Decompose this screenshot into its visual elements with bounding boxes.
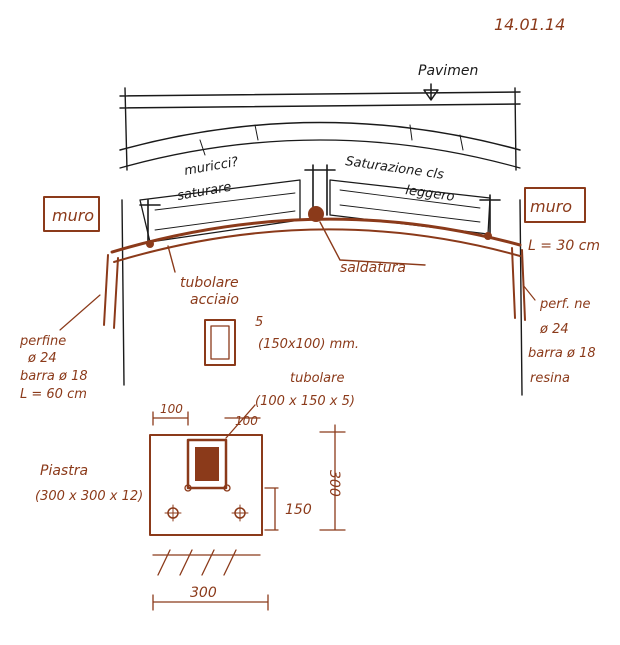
left-bracket	[146, 240, 154, 248]
dim-300-h: 300	[190, 585, 217, 601]
muro-label-left: muro	[52, 206, 94, 225]
saturazione-label: Saturazione cls	[344, 154, 445, 183]
muro-box-right	[524, 187, 586, 223]
leader-tubolare	[167, 245, 176, 273]
steel-arch-inner	[113, 228, 521, 263]
length-label: L = 30 cm	[528, 238, 600, 254]
tubolare-dimension-label: (100 x 150 x 5)	[255, 394, 355, 409]
muricci-label: muricci?	[183, 155, 240, 179]
anchor-left	[103, 254, 119, 329]
leader-tubolare-plate	[225, 404, 256, 439]
dim-line-150	[264, 487, 279, 531]
muro-box-left	[43, 196, 100, 232]
wall-right	[514, 87, 523, 396]
vault-arc-upper	[119, 121, 521, 151]
floor-line-bottom	[119, 103, 521, 109]
base-plate	[149, 434, 263, 536]
plate-tube-fill	[195, 447, 219, 481]
perfori-left-2: ø 24	[27, 351, 57, 366]
dim-line-300-v	[319, 424, 346, 531]
perfori-right-4: resina	[530, 371, 570, 386]
bolt-crosshairs	[164, 504, 249, 522]
tubolare-label-1: tubolare	[180, 275, 239, 291]
dim-line-100-a	[152, 411, 189, 426]
perfori-left-3: barra ø 18	[20, 369, 88, 384]
bolt-hole-center-left	[184, 484, 192, 492]
wall-left	[121, 87, 128, 386]
floor-marker-icon	[423, 83, 439, 101]
leader-perfori-right	[522, 284, 536, 301]
perfori-right-1: perf. ne	[539, 297, 590, 312]
vault-ticks	[199, 124, 464, 156]
date-label: 14.01.14	[494, 15, 565, 34]
pavimento-label: Pavimen	[418, 63, 478, 79]
perfori-right-2: ø 24	[539, 322, 569, 337]
tube-dimension-label: (150x100) mm.	[258, 337, 359, 352]
tube-section-inner	[210, 325, 230, 360]
dim-line-300-h	[152, 594, 269, 611]
tubolare-label-2: acciaio	[190, 292, 239, 308]
muro-label-right: muro	[530, 197, 572, 216]
piastra-label-2: (300 x 300 x 12)	[35, 489, 143, 504]
plate-tube	[186, 438, 228, 490]
tubolare-label-3: tubolare	[290, 371, 344, 386]
plate-edge-hatch	[152, 549, 261, 576]
leggero-label: leggero	[404, 183, 455, 205]
vault-arc-mid	[119, 139, 521, 169]
tube-section-outer	[204, 319, 236, 366]
anchor-right	[511, 247, 526, 321]
tube-thickness-label: 5	[255, 315, 263, 330]
panel-hatching	[154, 189, 481, 231]
floor-line-top	[119, 91, 521, 97]
dim-150: 150	[285, 502, 312, 518]
side-posts	[139, 194, 501, 246]
dim-100-b: 100	[235, 414, 258, 428]
weld-node	[308, 206, 324, 222]
right-bracket	[484, 232, 492, 240]
dim-300-v: 300	[326, 470, 342, 497]
dim-100-a: 100	[160, 402, 183, 416]
perfori-left-4: L = 60 cm	[20, 387, 87, 402]
perfori-right-3: barra ø 18	[528, 346, 596, 361]
piastra-label-1: Piastra	[40, 463, 88, 479]
leader-perfori-left	[59, 294, 101, 331]
leader-saldatura	[319, 221, 426, 266]
saldatura-label: saldatura	[340, 260, 406, 276]
saturare-label: saturare	[176, 180, 233, 204]
bolt-hole-center-right	[223, 484, 231, 492]
perfori-left-1: perfine	[19, 334, 66, 349]
